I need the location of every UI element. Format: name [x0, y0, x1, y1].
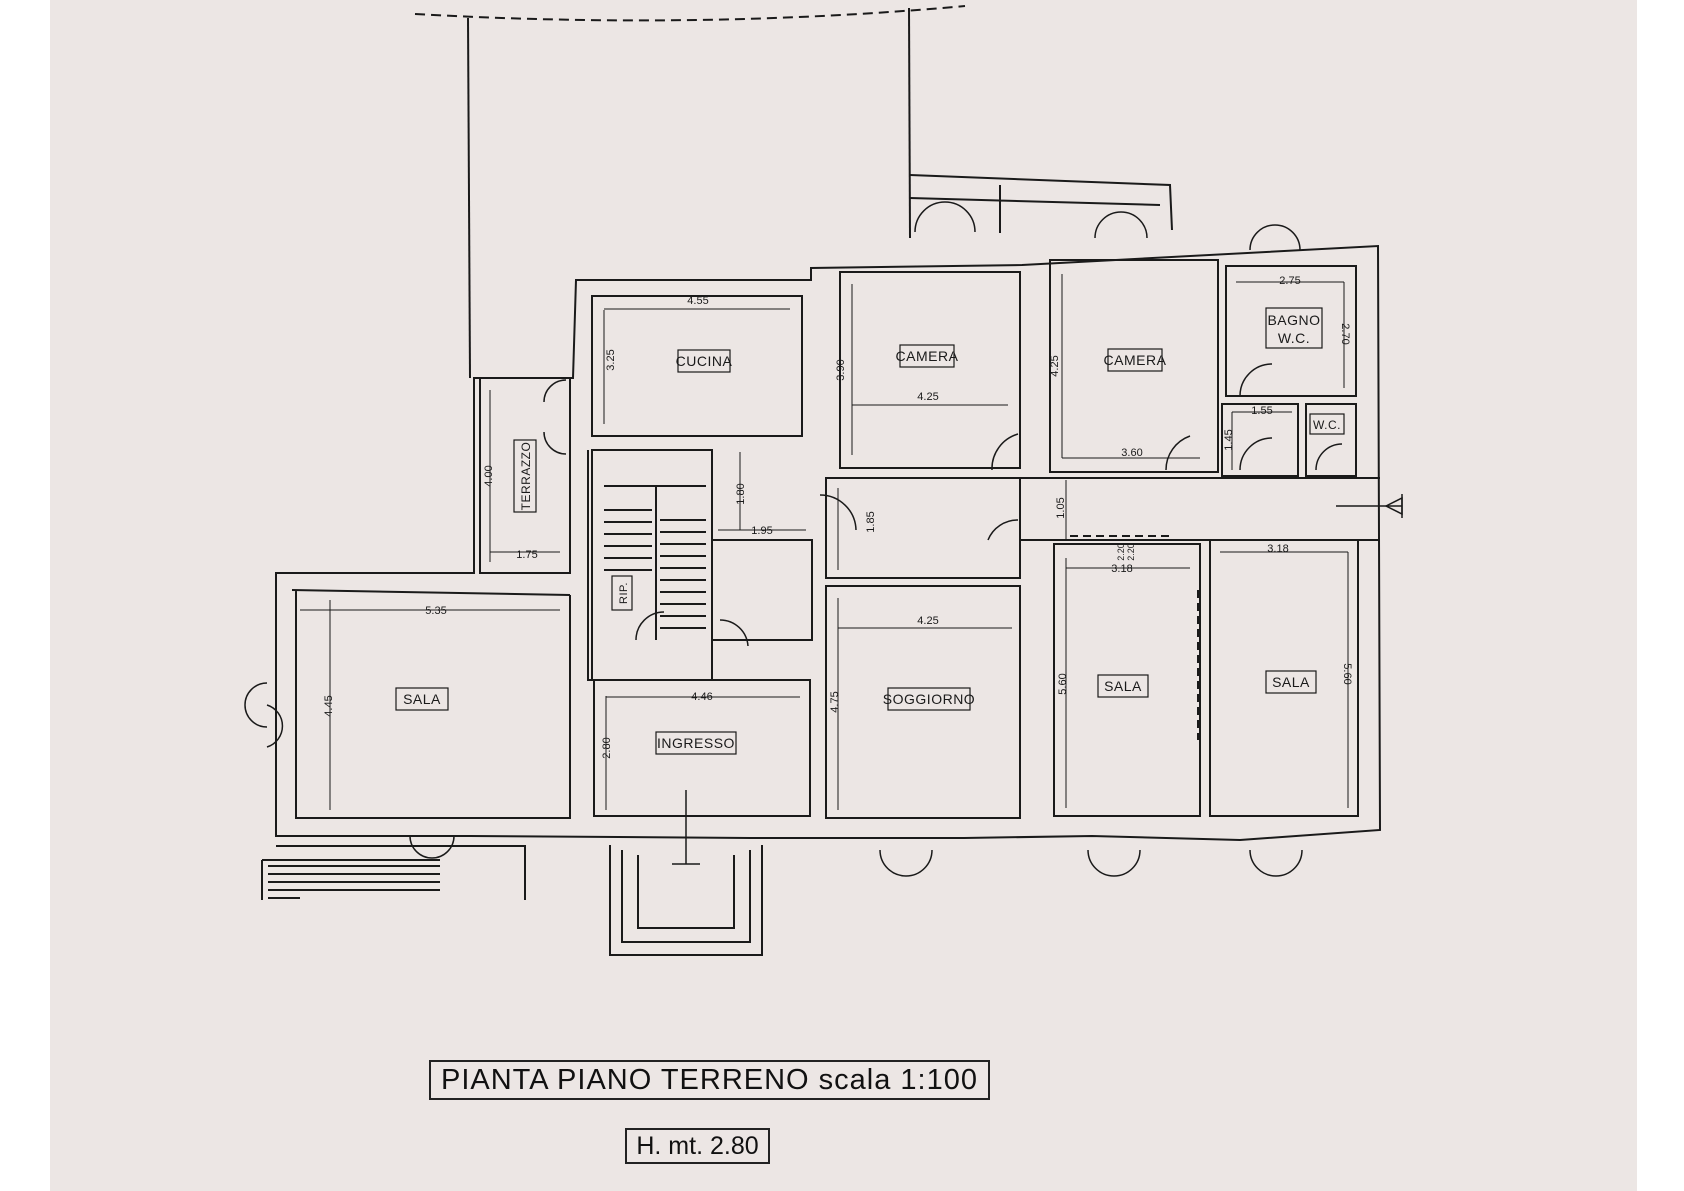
label-camera-2: CAMERA: [1104, 352, 1167, 368]
door-soggiorno-window: [879, 849, 933, 877]
wall-stair: [591, 449, 713, 681]
garden-wall-left: [467, 17, 471, 379]
label-soggiorno: SOGGIORNO: [883, 691, 975, 707]
dim-stair-w: 1.95: [751, 525, 772, 537]
dim-sala-mid-w: 3.18: [1111, 563, 1132, 575]
door-rear-3: [1249, 224, 1301, 251]
label-sala-mid: SALA: [1104, 678, 1142, 694]
front-terrace: [261, 845, 526, 900]
terrace-stairs: [268, 865, 440, 899]
door-sala-mid-window: [1087, 849, 1141, 877]
label-rip: RIP.: [618, 582, 630, 604]
label-bagno-wc: W.C.: [1278, 330, 1310, 346]
wall-wc: [1305, 403, 1357, 477]
walls: [261, 5, 1382, 956]
dim-passage-b: 2.20: [1126, 543, 1136, 561]
dim-sala-left-w: 5.35: [425, 605, 446, 617]
label-sala-right: SALA: [1272, 674, 1310, 690]
door-sala-right-window: [1249, 849, 1303, 877]
dim-cucina-h: 3.25: [605, 349, 617, 370]
door-rear-1: [914, 201, 976, 233]
plan-title: PIANTA PIANO TERRENO scala 1:100: [429, 1060, 990, 1100]
dim-service-h: 1.85: [865, 511, 877, 532]
door-sala-left-window: [244, 682, 284, 748]
wall-cucina: [591, 295, 803, 437]
dim-sala-right-h: 5.60: [1341, 663, 1353, 684]
label-sala-left: SALA: [403, 691, 441, 707]
dim-camera1-h: 3.90: [835, 359, 847, 380]
dim-closet-w: 1.55: [1251, 405, 1272, 417]
dimension-lines: [300, 274, 1349, 810]
wall-sala-mid: [1053, 543, 1201, 817]
outer-wall: [275, 244, 1382, 842]
door-camera-2: [1165, 435, 1191, 471]
door-swings: [244, 201, 1343, 877]
dim-camera1-w: 4.25: [917, 391, 938, 403]
room-labels: CUCINA CAMERA CAMERA BAGNO W.C. W.C. TER…: [395, 307, 1345, 755]
wall-soggiorno: [825, 585, 1021, 819]
label-wc: W.C.: [1313, 418, 1341, 432]
wall-service-room: [825, 477, 1021, 579]
wall-sala-right: [1209, 539, 1359, 817]
entrance-arrows: [672, 494, 1403, 865]
door-bagno: [1239, 363, 1273, 397]
wall-bagno: [1225, 265, 1357, 397]
dim-sala-right-w: 3.18: [1267, 543, 1288, 555]
entrance-arrow-front: [672, 790, 700, 865]
dim-ingresso-h: 2.80: [601, 737, 613, 758]
wall-terrazzo: [479, 377, 571, 574]
dim-bagno-w: 2.75: [1279, 275, 1300, 287]
entrance-arrow-side: [1336, 494, 1403, 518]
dim-camera2-w: 3.60: [1121, 447, 1142, 459]
wall-closet: [1221, 403, 1299, 477]
label-terrazzo: TERRAZZO: [519, 442, 533, 511]
wall-camera-2: [1049, 259, 1219, 473]
dim-corridor-h: 1.05: [1055, 497, 1067, 518]
dim-soggiorno-h: 4.75: [829, 691, 841, 712]
dim-camera2-h: 4.25: [1049, 355, 1061, 376]
label-bagno: BAGNO: [1267, 312, 1320, 328]
dim-passage-a: 2.20: [1116, 543, 1126, 561]
dim-closet-h: 1.45: [1223, 429, 1235, 450]
entrance-steps: [609, 845, 763, 956]
door-service-room: [987, 519, 1019, 541]
garden-boundary-dashed: [414, 5, 966, 22]
wall-rip: [587, 450, 640, 681]
entrance-arrow-head: [1384, 496, 1403, 516]
label-cucina: CUCINA: [676, 353, 733, 369]
stair-treads: [604, 485, 706, 640]
rear-porch: [909, 174, 1173, 233]
dim-ingresso-w: 4.46: [691, 691, 712, 703]
dim-cucina-w: 4.55: [687, 295, 708, 307]
paper-sheet: [50, 0, 1637, 1191]
wall-ingresso: [593, 679, 811, 817]
dim-stair-h: 1.80: [735, 483, 747, 504]
door-rip: [635, 611, 665, 641]
dimension-values: 4.55 3.25 4.25 3.90 4.25 3.60 2.75 2.70 …: [323, 275, 1353, 759]
dim-sala-mid-h: 5.60: [1057, 673, 1069, 694]
dim-soggiorno-w: 4.25: [917, 615, 938, 627]
dim-terrazzo-w: 1.75: [516, 549, 537, 561]
door-camera-1: [991, 433, 1019, 471]
label-ingresso: INGRESSO: [657, 735, 735, 751]
door-closet: [1239, 437, 1273, 471]
wall-sala-left: [291, 589, 571, 819]
dim-terrazzo-h: 4.00: [483, 465, 495, 486]
garden-wall-right: [908, 7, 911, 239]
door-wc: [1315, 443, 1343, 471]
door-rear-2: [1094, 211, 1148, 239]
corridor: [1020, 477, 1380, 541]
door-service: [819, 494, 857, 531]
door-stair: [719, 619, 749, 647]
door-terrazzo: [543, 379, 567, 455]
label-camera-1: CAMERA: [896, 348, 959, 364]
wall-camera-1: [839, 271, 1021, 469]
height-note: H. mt. 2.80: [625, 1128, 770, 1164]
wall-service: [711, 450, 813, 641]
dim-sala-left-h: 4.45: [323, 695, 335, 716]
dim-bagno-h: 2.70: [1339, 323, 1351, 344]
door-sala-left-front: [409, 835, 455, 859]
